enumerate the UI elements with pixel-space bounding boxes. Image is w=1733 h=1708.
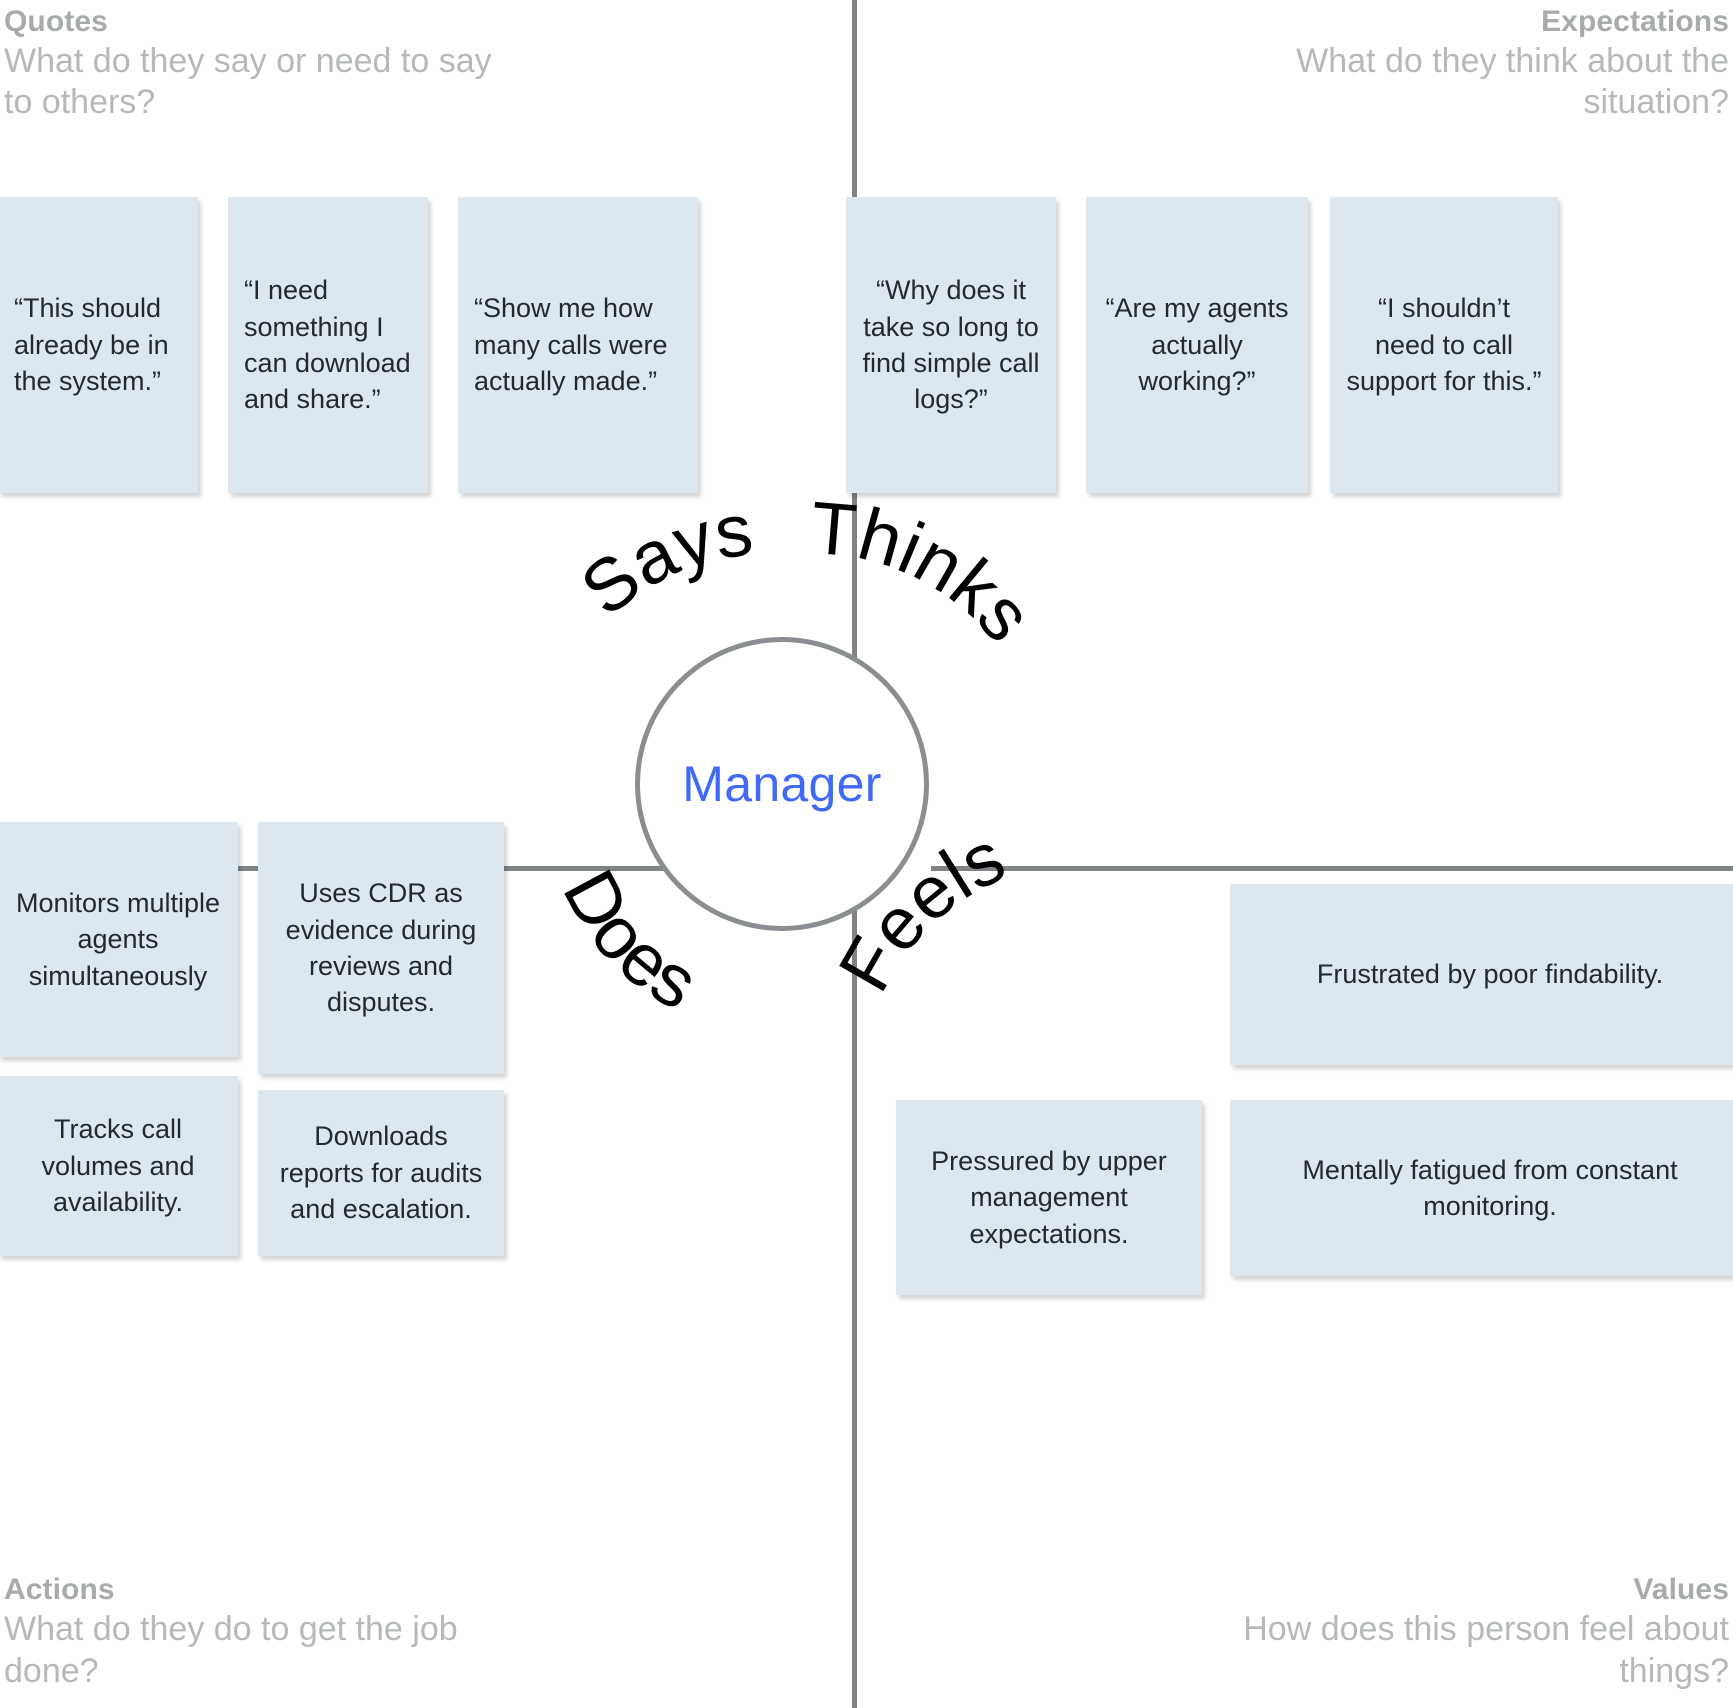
corner-subtitle-expectations: What do they think about the situation?	[1296, 41, 1729, 122]
sticky-note-thinks[interactable]: “I shouldn’t need to call support for th…	[1330, 197, 1558, 493]
quadrant-label-thinks: Thinks	[808, 486, 1049, 657]
corner-title-values: Values	[1633, 1573, 1729, 1607]
corner-heading-values: Values How does this person feel about t…	[1209, 1572, 1729, 1692]
persona-label: Manager	[682, 756, 882, 812]
sticky-note-feels[interactable]: Pressured by upper management expectatio…	[896, 1100, 1202, 1295]
sticky-note-does[interactable]: Uses CDR as evidence during reviews and …	[258, 822, 504, 1074]
divider-vertical-bottom	[852, 905, 857, 1708]
sticky-note-thinks[interactable]: “Why does it take so long to find simple…	[846, 197, 1056, 493]
sticky-note-does[interactable]: Downloads reports for audits and escalat…	[258, 1090, 504, 1256]
corner-heading-expectations: Expectations What do they think about th…	[1209, 4, 1729, 124]
corner-title-actions: Actions	[4, 1573, 115, 1607]
corner-subtitle-actions: What do they do to get the job done?	[4, 1610, 458, 1690]
sticky-note-says[interactable]: “I need something I can download and sha…	[228, 197, 428, 493]
corner-heading-quotes: Quotes What do they say or need to say t…	[4, 4, 524, 124]
persona-circle: Manager	[635, 637, 929, 931]
corner-heading-actions: Actions What do they do to get the job d…	[4, 1572, 524, 1692]
corner-subtitle-quotes: What do they say or need to say to other…	[4, 41, 492, 122]
sticky-note-thinks[interactable]: “Are my agents actually working?”	[1086, 197, 1308, 493]
sticky-note-says[interactable]: “Show me how many calls were actually ma…	[458, 197, 698, 493]
sticky-note-says[interactable]: “This should already be in the system.”	[0, 197, 198, 493]
sticky-note-does[interactable]: Monitors multiple agents simultaneously	[0, 822, 238, 1057]
sticky-note-feels[interactable]: Mentally fatigued from constant monitori…	[1230, 1100, 1733, 1276]
sticky-note-does[interactable]: Tracks call volumes and availability.	[0, 1076, 238, 1256]
corner-subtitle-values: How does this person feel about things?	[1243, 1610, 1729, 1690]
corner-title-quotes: Quotes	[4, 5, 108, 38]
sticky-note-feels[interactable]: Frustrated by poor findability.	[1230, 884, 1733, 1065]
divider-horizontal-right	[931, 866, 1733, 871]
quadrant-label-says: Says	[566, 487, 758, 631]
corner-title-expectations: Expectations	[1541, 5, 1729, 38]
